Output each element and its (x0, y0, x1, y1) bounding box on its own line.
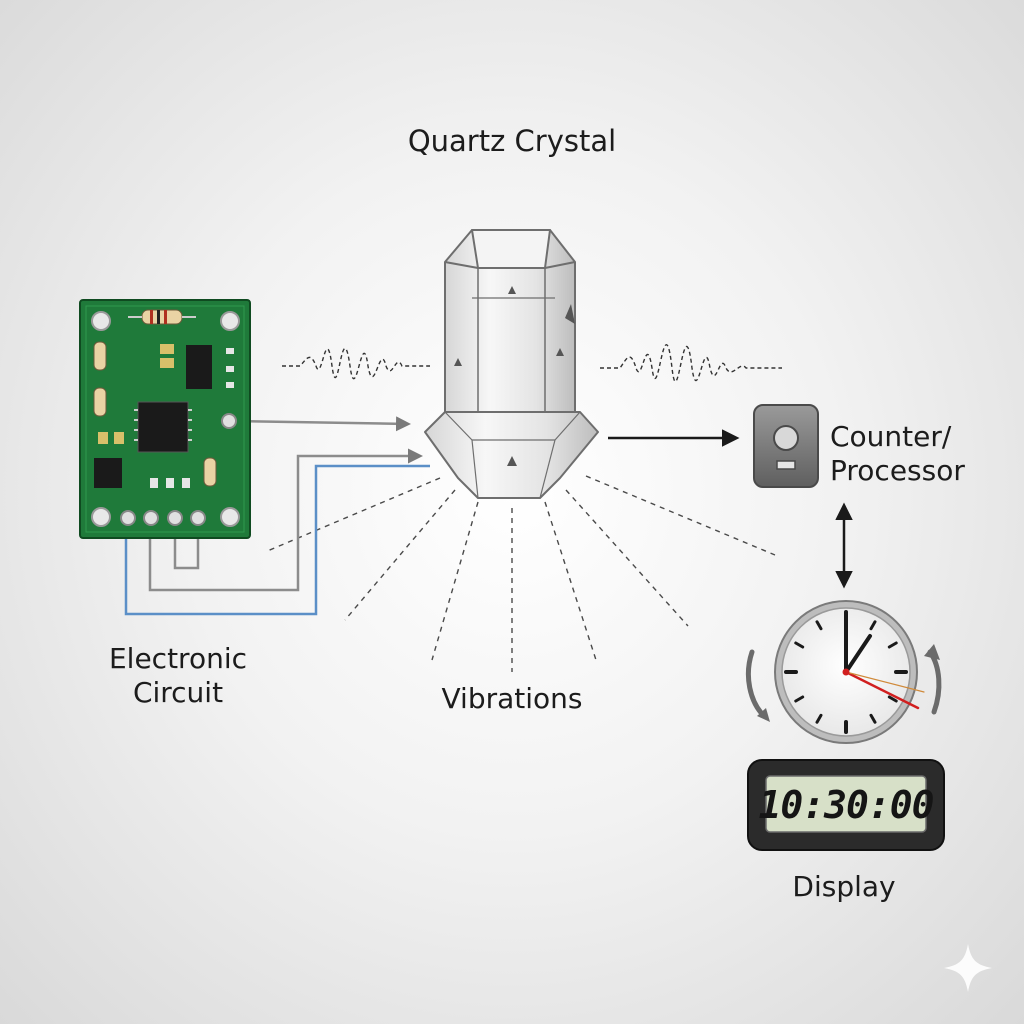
circuit-label: Electronic Circuit (86, 642, 270, 709)
processor-chip-icon (753, 404, 819, 488)
digital-display-icon: 10:30:00 (747, 759, 945, 851)
display-readout: 10:30:00 (758, 783, 933, 827)
counter-label-line2: Processor (830, 453, 965, 487)
clock-hour-tick (794, 695, 805, 703)
analog-clock-icon (745, 600, 942, 744)
clock-hour-tick (869, 620, 877, 631)
counter-label-line1: Counter/ (830, 420, 952, 453)
vibration-rays (264, 475, 776, 672)
waveform-left (282, 348, 430, 380)
vibrations-label: Vibrations (441, 682, 583, 715)
crystal-label: Quartz Crystal (407, 124, 617, 158)
circuit-label-line2: Circuit (132, 675, 224, 709)
sparkle-icon (944, 944, 992, 992)
clock-hour-tick (869, 713, 877, 724)
clock-hour-tick (887, 695, 898, 703)
circuit-label-line1: Electronic (108, 642, 248, 675)
counter-processor-label: Counter/ Processor (830, 420, 965, 487)
clock-hour-tick (815, 620, 823, 631)
quartz-crystal-icon (424, 229, 599, 499)
clock-hour-tick (815, 713, 823, 724)
circuit-board-icon (79, 299, 251, 539)
waveform-right (600, 343, 782, 383)
display-label: Display (792, 870, 896, 903)
circuit-wires (124, 416, 430, 616)
clock-hour-tick (794, 641, 805, 649)
clock-hour-tick (887, 641, 898, 649)
